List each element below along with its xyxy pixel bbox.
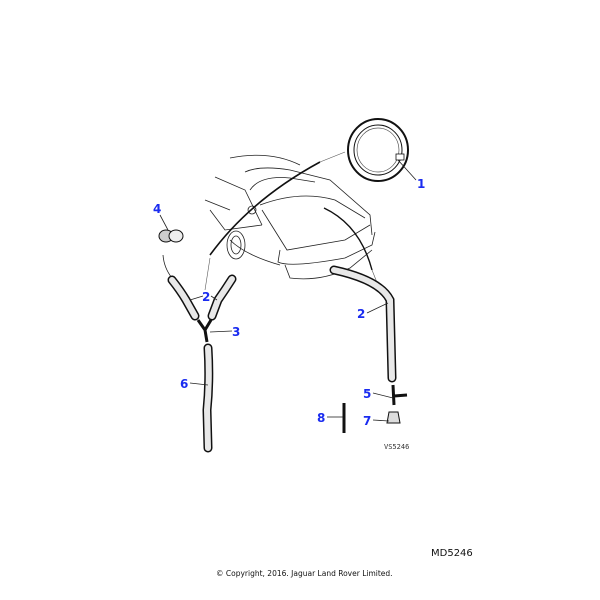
- callout-3[interactable]: 3: [232, 325, 240, 339]
- callout-2-left[interactable]: 2: [202, 290, 210, 304]
- callout-5[interactable]: 5: [363, 387, 371, 401]
- callout-7[interactable]: 7: [363, 414, 371, 428]
- car-illustration: [204, 151, 381, 291]
- copyright-text: © Copyright, 2016. Jaguar Land Rover Lim…: [216, 569, 393, 578]
- callout-6[interactable]: 6: [180, 377, 188, 391]
- right-hose: [329, 265, 408, 433]
- reference-code: VS5246: [384, 443, 409, 451]
- callout-1[interactable]: 1: [417, 177, 425, 191]
- diagram-id: MD5246: [431, 548, 473, 559]
- callout-4[interactable]: 4: [153, 202, 161, 216]
- ring-seal-part: [347, 118, 409, 182]
- left-hoses: [167, 274, 237, 453]
- callout-8[interactable]: 8: [317, 411, 325, 425]
- leader-lines: [159, 159, 417, 422]
- callout-2-right[interactable]: 2: [357, 307, 365, 321]
- hose-clip-part: [158, 229, 184, 279]
